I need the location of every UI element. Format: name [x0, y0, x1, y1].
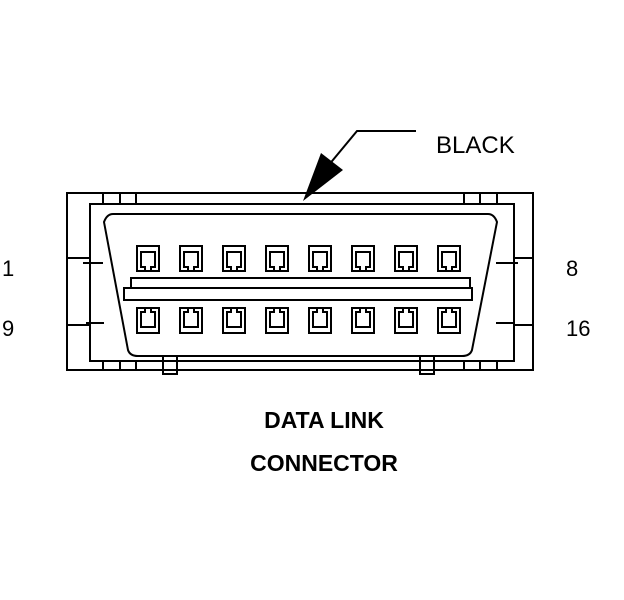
pin-cavity-13 [308, 307, 332, 334]
callout-arrowhead [303, 153, 343, 201]
connector-housing [66, 192, 534, 375]
callout-label: BLACK [436, 132, 515, 159]
pin-row-top [136, 245, 461, 272]
pin-label-9: 9 [2, 316, 14, 341]
diagram-title-line2: CONNECTOR [250, 450, 398, 476]
pin-cavity-7 [394, 245, 418, 272]
pin-cavity-3 [222, 245, 246, 272]
pin-cavity-8 [437, 245, 461, 272]
pin-row-bottom [136, 307, 461, 334]
pin-cavity-16 [437, 307, 461, 334]
pin-cavity-4 [265, 245, 289, 272]
pin-cavity-9 [136, 307, 160, 334]
pin-label-8: 8 [566, 256, 578, 281]
pin-cavity-11 [222, 307, 246, 334]
pin-cavity-1 [136, 245, 160, 272]
diagram-title-line1: DATA LINK [264, 407, 384, 433]
pin-cavity-12 [265, 307, 289, 334]
pin-cavity-10 [179, 307, 203, 334]
pin-cavity-15 [394, 307, 418, 334]
pin-cavity-14 [351, 307, 375, 334]
pin-label-16: 16 [566, 316, 590, 341]
pin-markers [83, 262, 518, 324]
pin-cavity-6 [351, 245, 375, 272]
pin-cavity-2 [179, 245, 203, 272]
pin-cavity-5 [308, 245, 332, 272]
pin-label-1: 1 [2, 256, 14, 281]
